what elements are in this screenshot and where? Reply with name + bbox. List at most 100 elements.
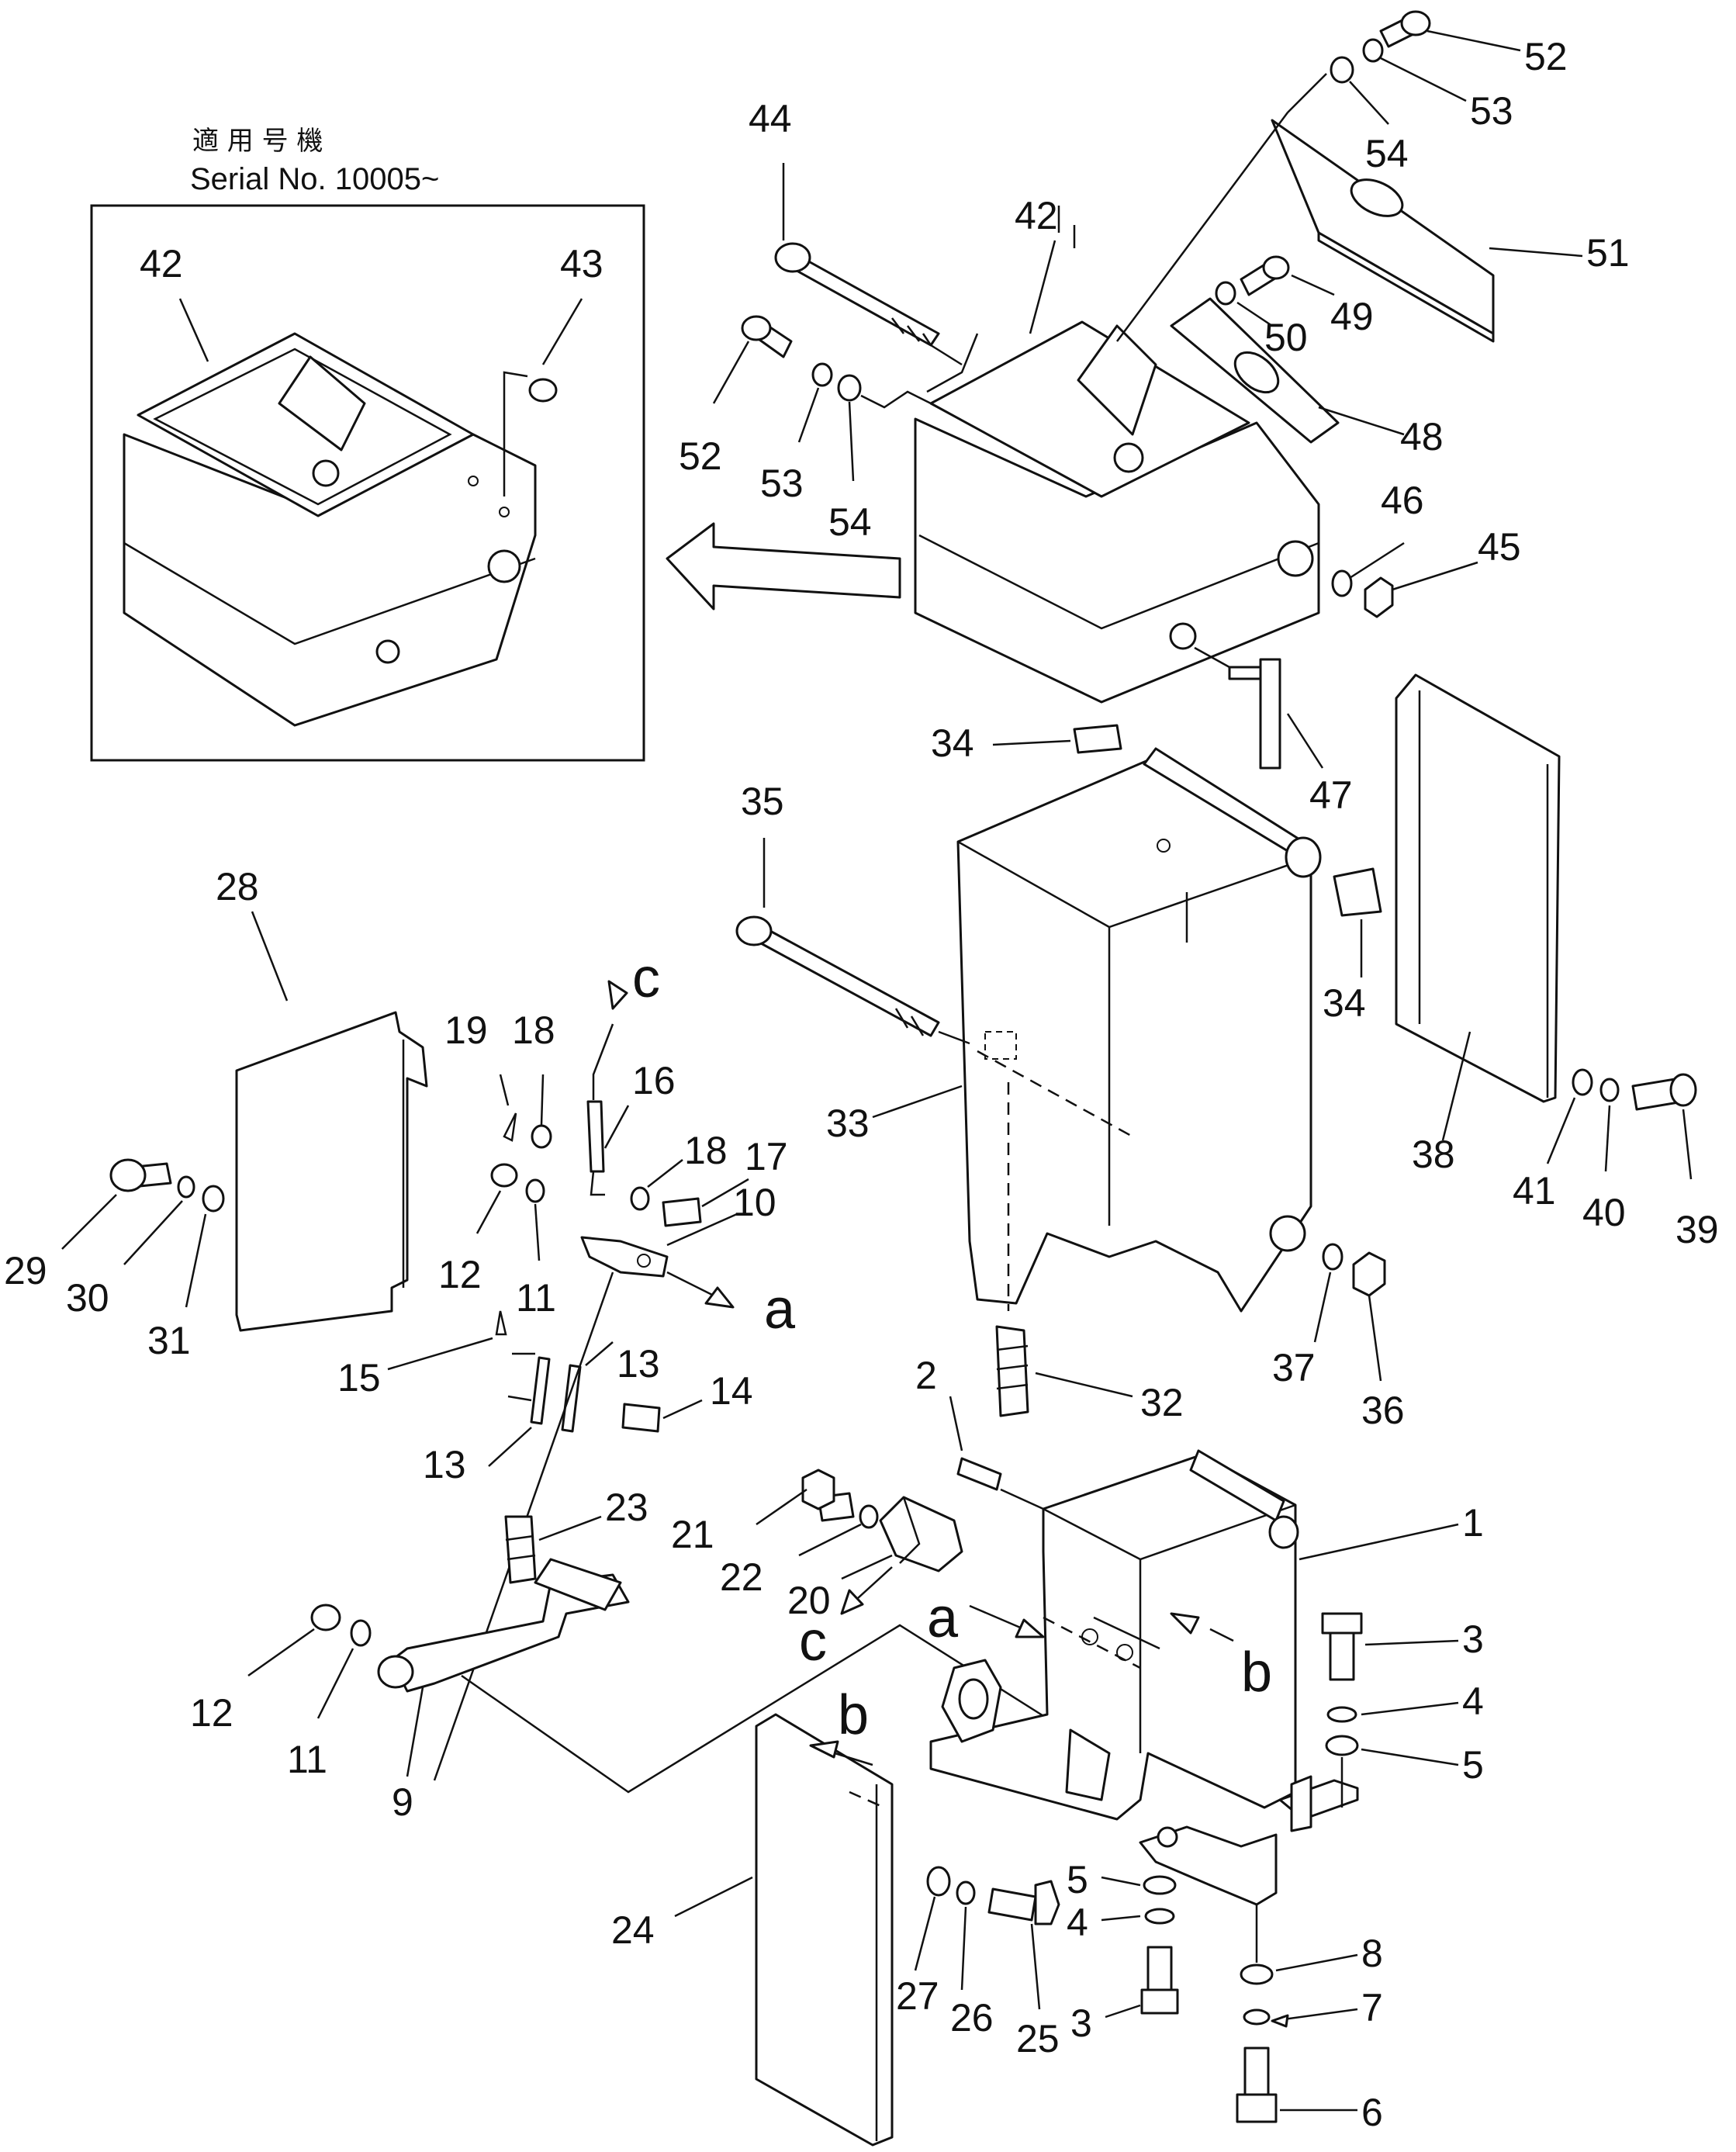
applicability-label-jp: 適 用 号 機 [192,126,323,157]
label-part-17: 17 [745,1135,788,1178]
inset-lid-inner [153,348,452,506]
leader-11-upper [534,1203,541,1261]
label-part-33: 33 [826,1102,870,1145]
label-part-25: 25 [1016,2017,1060,2060]
label-part-4-upper: 4 [1462,1680,1484,1723]
label-part-43: 43 [560,242,603,285]
bolt-29-head [109,1158,147,1192]
fitting-47-body [1259,658,1281,770]
label-part-10: 10 [733,1181,776,1224]
label-part-53-left: 53 [760,462,804,505]
rod-35-leader [938,1030,970,1045]
linkage-small-parts: 19 18 18 16 c 17 12 11 10 a [337,947,796,1781]
washer-4-upper [1326,1706,1357,1723]
leader-20 [841,1554,893,1580]
leader-51 [1489,247,1583,258]
label-part-20: 20 [787,1579,831,1622]
label-part-35: 35 [741,780,784,823]
fasteners-39-40-41: 41 40 39 [1513,1068,1719,1251]
bolt-52-left-head [741,315,772,341]
washer-37 [1322,1243,1343,1271]
washer-11-upper [525,1178,545,1203]
label-view-c-top: c [632,947,660,1009]
fasteners-20-21-22: 21 22 20 c [671,1469,963,1673]
pin-16-leader-up [592,1023,614,1100]
housing-33: 33 [826,747,1322,1313]
bolt-25-head [1034,1880,1060,1925]
leader-8 [1275,1953,1358,1972]
fasteners-45-46: 46 45 [1331,479,1521,618]
washer-41 [1572,1068,1593,1096]
panel-38-flanges [1418,690,1549,1098]
leader-12-upper [475,1190,502,1234]
fitting-47-leader [1194,646,1230,669]
label-part-42-main: 42 [1015,194,1058,237]
leader-53-left [797,387,820,443]
pin-2 [956,1457,1002,1491]
label-part-16: 16 [632,1059,676,1102]
label-part-44: 44 [749,97,792,140]
washer-40 [1599,1078,1620,1102]
pedal-9: 9 23 12 11 [190,1486,1048,1824]
label-part-22: 22 [720,1555,763,1599]
label-view-b-right: b [1241,1642,1272,1704]
pin-2-line [1000,1488,1044,1510]
upper-lid-edge [926,333,979,393]
leader-38 [1441,1031,1471,1141]
label-part-7: 7 [1361,1986,1383,2029]
bolt-52-top-head [1400,10,1431,36]
leader-14 [662,1399,703,1420]
label-part-29: 29 [4,1249,47,1292]
cover-24-body [755,1713,894,2147]
label-part-54-left: 54 [828,500,872,544]
leader-16 [603,1105,630,1149]
washer-31 [202,1185,225,1213]
bolt-3-lower-head [1140,1988,1179,2015]
side-panel-28: 28 [216,865,428,1332]
washer-5-upper [1325,1735,1359,1756]
leader-3-upper [1364,1639,1459,1646]
rod-35-shaft [751,924,940,1037]
rod-44-thread [891,317,932,346]
housing-33-lower-boss [1269,1215,1306,1252]
washer-46 [1331,569,1353,597]
arrow-b-left-head [809,1740,839,1759]
bushing-34-right [1333,867,1382,917]
leader-5-lower [1101,1876,1141,1887]
spring-23-turns [505,1534,536,1561]
leader-21 [756,1488,807,1526]
washer-18-left [531,1124,552,1149]
fasteners-29-30-31: 29 30 31 [4,1158,225,1362]
label-view-c-bottom: c [799,1611,827,1673]
leader-30 [123,1200,183,1265]
leader-48 [1318,406,1405,436]
upper-box-crease [918,534,1319,630]
leader-31 [185,1213,207,1308]
cover-24-hidden [849,1790,885,1809]
nut-36 [1352,1251,1386,1297]
housing-33-top-hole [1157,839,1171,853]
bolt-6 [1243,2046,1270,2096]
leader-45 [1392,561,1478,591]
label-part-36: 36 [1361,1389,1405,1432]
leader-27 [914,1896,936,1971]
label-part-45: 45 [1478,525,1521,569]
upper-pivot [1113,442,1144,473]
label-part-1: 1 [1462,1501,1484,1545]
label-part-4-lower: 4 [1067,1901,1088,1944]
cover-24: b 24 [611,1684,894,2147]
bolt-3-upper [1329,1628,1355,1681]
bushings-34: 34 34 [931,721,1382,1025]
block-20 [879,1496,963,1572]
leader-52-top [1426,29,1521,52]
label-part-9: 9 [392,1780,413,1824]
washer-54-left [837,374,862,402]
bolt-6-head [1236,2093,1278,2123]
leader-50 [1236,301,1273,327]
upper-lever-plate [1077,324,1157,436]
arrow-a-right-head [1015,1618,1045,1638]
washer-22 [859,1504,879,1529]
bolt-39-head [1669,1073,1697,1107]
arrow-c-top [607,980,628,1010]
label-part-51: 51 [1586,231,1630,275]
